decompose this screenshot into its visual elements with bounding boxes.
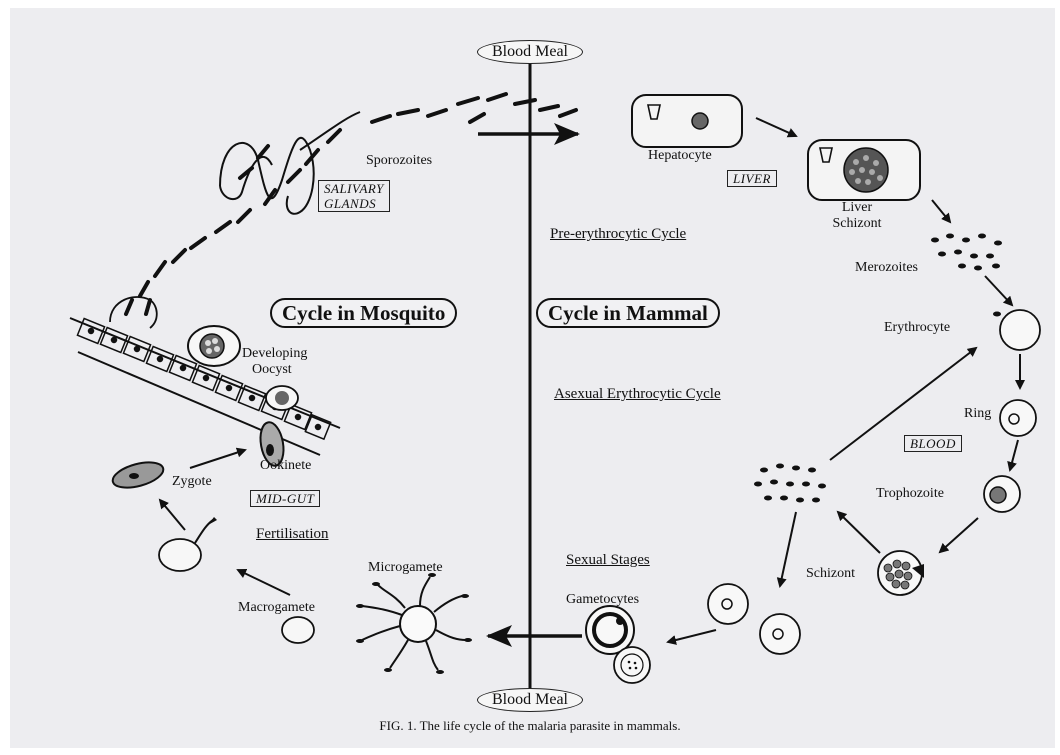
gametocytes-label: Gametocytes bbox=[566, 592, 639, 608]
blood-meal-top-label: Blood Meal bbox=[477, 40, 583, 64]
macrogamete-shape bbox=[282, 617, 314, 643]
trophozoite-label: Trophozoite bbox=[876, 486, 944, 502]
merozoites-label: Merozoites bbox=[855, 260, 918, 276]
liver-schizont-shape bbox=[808, 140, 920, 200]
liver-label: LIVER bbox=[727, 170, 777, 187]
liver-schizont-line1: Liver bbox=[842, 200, 872, 215]
fertilisation-label: Fertilisation bbox=[256, 526, 329, 542]
ring-label: Ring bbox=[964, 406, 991, 422]
hepatocyte-label: Hepatocyte bbox=[648, 148, 712, 164]
pre-erythrocytic-label: Pre-erythrocytic Cycle bbox=[550, 226, 686, 242]
mammal-cycle-title: Cycle in Mammal bbox=[536, 298, 720, 328]
trophozoite-shape bbox=[984, 476, 1020, 512]
asexual-cycle-label: Asexual Erythrocytic Cycle bbox=[554, 386, 721, 402]
mid-gut-label: MID-GUT bbox=[250, 490, 320, 507]
developing-oocyst-label: Developing Oocyst bbox=[242, 346, 307, 378]
hepatocyte-shape bbox=[632, 95, 742, 147]
sporozoites-label: Sporozoites bbox=[366, 153, 432, 169]
microgamete-label: Microgamete bbox=[368, 560, 443, 576]
liver-schizont-line2: Schizont bbox=[833, 216, 882, 231]
ring-shape bbox=[1000, 400, 1036, 436]
erythrocyte-label: Erythrocyte bbox=[884, 320, 950, 336]
salivary-glands-label: SALIVARY GLANDS bbox=[318, 180, 390, 212]
liver-schizont-label: Liver Schizont bbox=[833, 200, 882, 232]
salivary-label-line2: GLANDS bbox=[324, 196, 376, 211]
mosquito-cycle-title: Cycle in Mosquito bbox=[270, 298, 457, 328]
schizont-label: Schizont bbox=[806, 566, 855, 582]
zygote-label: Zygote bbox=[172, 474, 212, 490]
developing-oocyst-shape bbox=[188, 326, 240, 366]
sexual-stages-label: Sexual Stages bbox=[566, 552, 650, 568]
figure-caption: FIG. 1. The life cycle of the malaria pa… bbox=[0, 718, 1060, 734]
developing-oocyst-line1: Developing bbox=[242, 346, 307, 361]
salivary-label-line1: SALIVARY bbox=[324, 181, 384, 196]
developing-oocyst-line2: Oocyst bbox=[242, 362, 292, 377]
ookinete-label: Ookinete bbox=[260, 458, 311, 474]
blood-label: BLOOD bbox=[904, 435, 962, 452]
blood-meal-bottom-label: Blood Meal bbox=[477, 688, 583, 712]
small-oocyst-shape bbox=[266, 386, 298, 410]
macrogamete-label: Macrogamete bbox=[238, 600, 315, 616]
